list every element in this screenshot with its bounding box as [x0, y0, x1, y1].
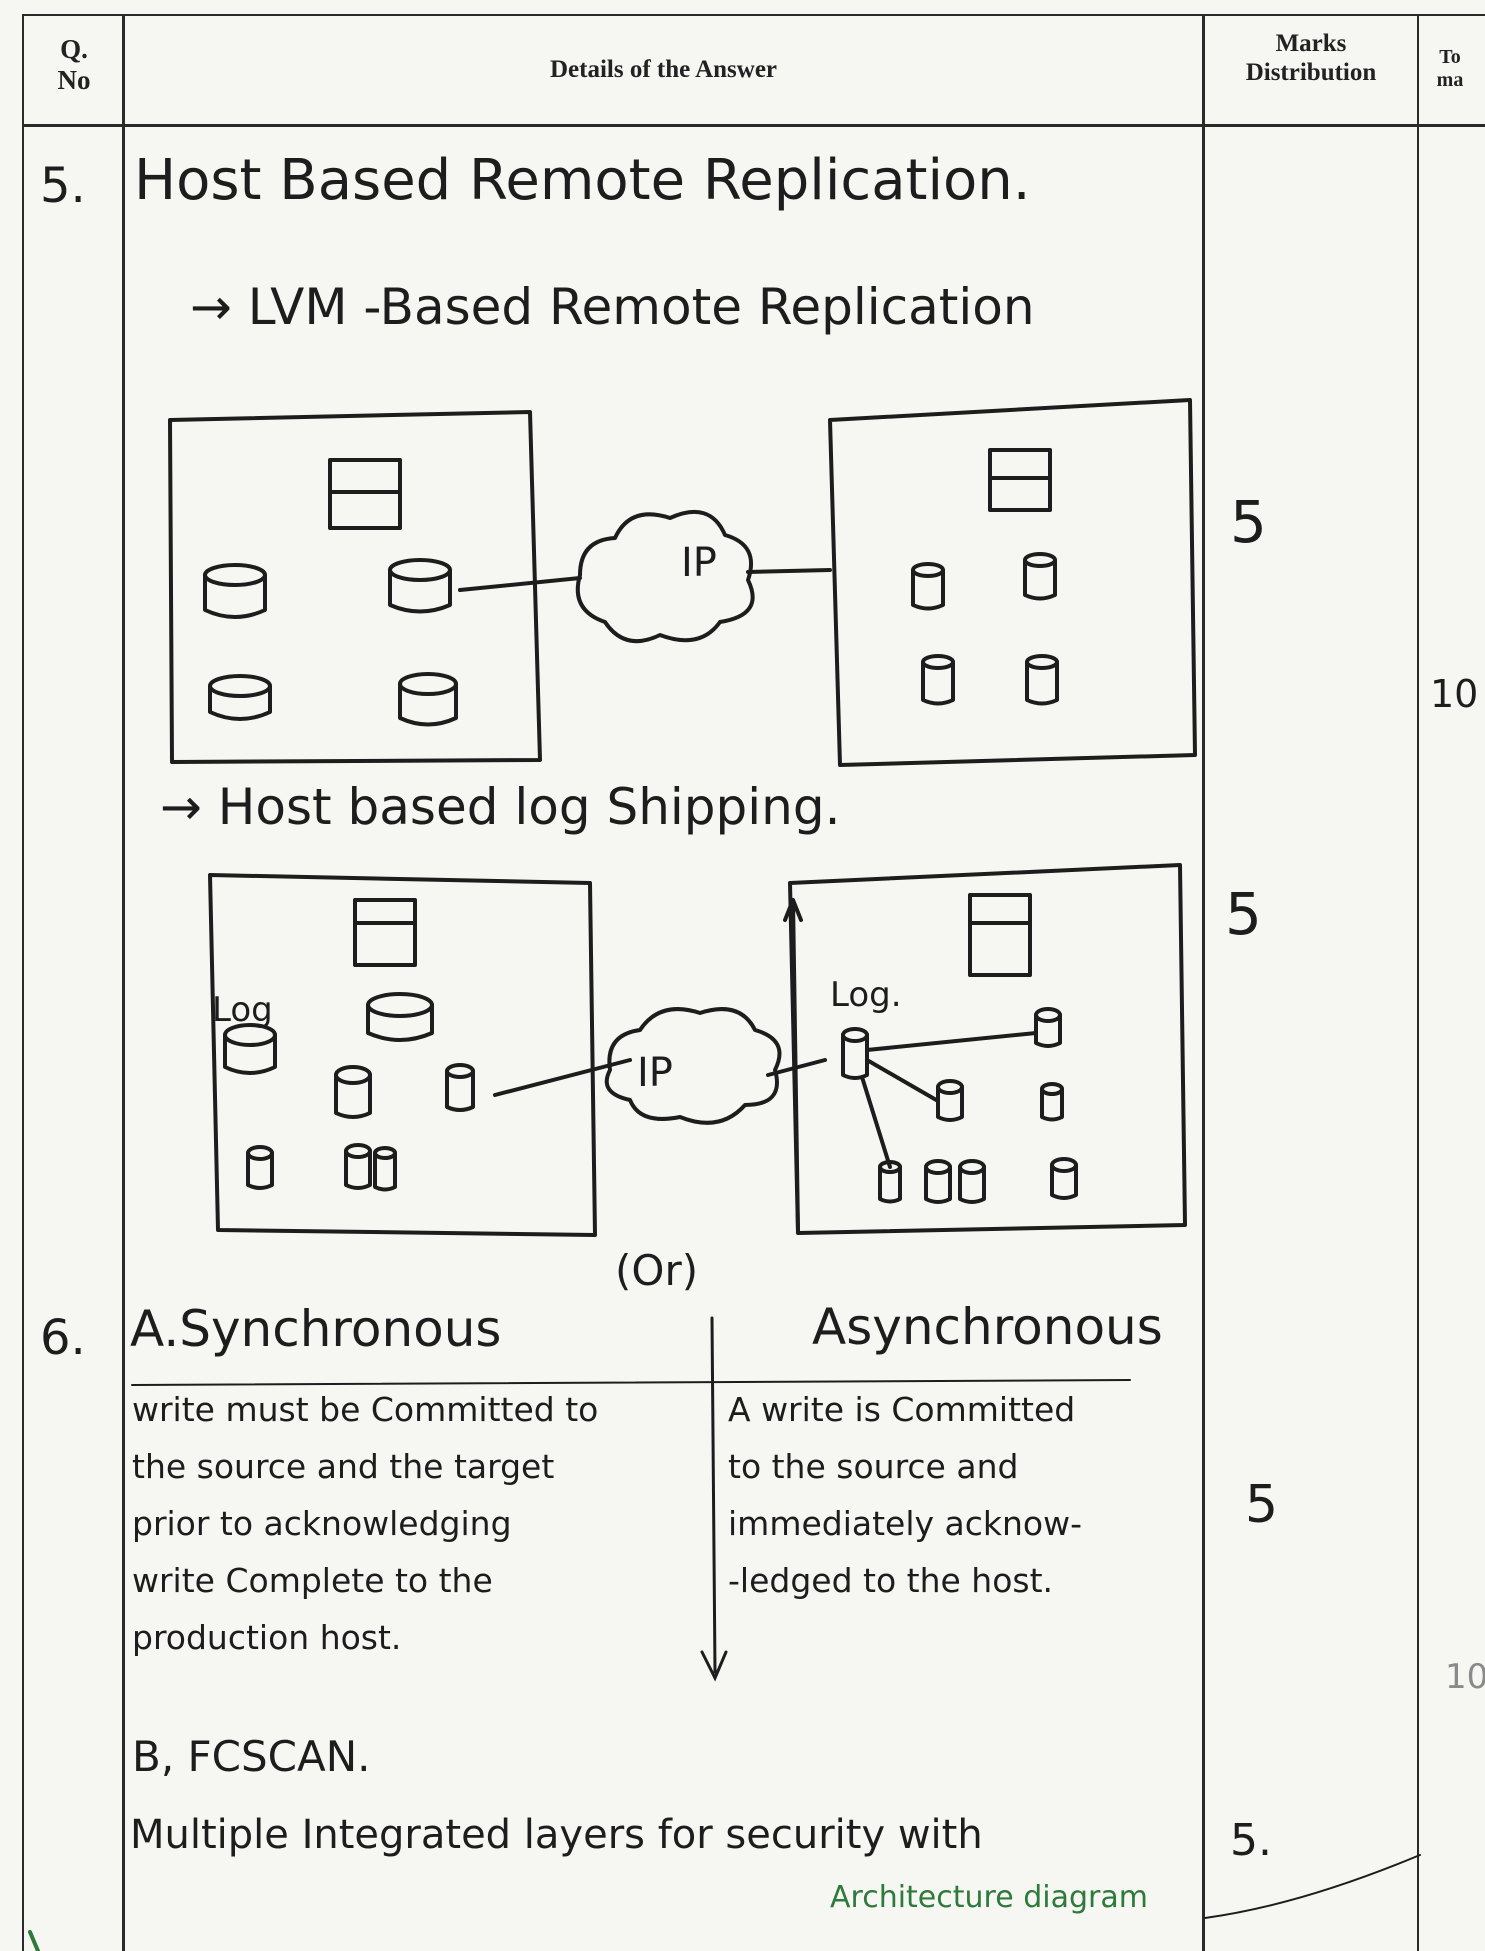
lvm-heading: → LVM -Based Remote Replication [190, 278, 1035, 336]
target-server-icon [990, 450, 1050, 510]
source-disk-icon [368, 994, 432, 1040]
table-top-border [22, 14, 1485, 16]
header-bottom-border [22, 124, 1485, 127]
asynchronous-description: A write is Committed to the source and i… [728, 1390, 1198, 1618]
log-fanout-line [862, 1077, 890, 1167]
log-shipping-marks: 5 [1225, 880, 1262, 948]
sync-line: prior to acknowledging [132, 1504, 512, 1543]
target-disk-icon [1027, 656, 1057, 704]
lvm-replication-diagram [160, 400, 1200, 780]
sync-line: the source and the target [132, 1447, 555, 1486]
ip-cloud-icon [607, 1009, 780, 1123]
fcscan-description-continued: Architecture diagram [830, 1880, 1148, 1915]
log-ip-label: IP [637, 1050, 673, 1096]
synchronous-marks: 5 [1245, 1475, 1279, 1535]
target-disk-icon [1052, 1159, 1076, 1198]
log-fanout-line [867, 1033, 1036, 1050]
target-disk-icon [913, 564, 943, 609]
source-disk-icon [447, 1065, 473, 1110]
source-disk-icon [205, 565, 265, 617]
async-line: immediately acknow- [728, 1504, 1083, 1543]
asynchronous-heading: Asynchronous [812, 1298, 1163, 1356]
target-host-box [830, 400, 1195, 765]
qno-column-divider [122, 14, 125, 1951]
source-disk-icon [346, 1145, 370, 1188]
source-server-icon [355, 900, 415, 965]
or-separator: (Or) [615, 1246, 699, 1295]
header-qno: Q. No [57, 34, 91, 96]
ip-cloud-icon [578, 512, 753, 641]
fcscan-marks: 5. [1230, 1815, 1272, 1866]
question-5-total-marks: 10 [1430, 672, 1479, 716]
source-server-icon [330, 460, 400, 528]
log-target-label: Log. [830, 975, 902, 1015]
synchronous-description: write must be Committed to the source an… [132, 1390, 712, 1675]
lvm-network-link-left [460, 578, 580, 590]
target-disk-icon [1036, 1009, 1060, 1046]
header-total-marks: To ma [1436, 46, 1464, 91]
question-5-title: Host Based Remote Replication. [134, 148, 1031, 213]
source-disk-icon [400, 674, 456, 725]
lvm-network-link-right [748, 570, 830, 572]
source-disk-icon [248, 1147, 272, 1188]
target-disk-icon [1042, 1084, 1062, 1120]
log-disk-icon [225, 1025, 275, 1073]
marks-column-divider [1417, 14, 1419, 1951]
question-6-number: 6. [40, 1310, 86, 1366]
log-fanout-line [867, 1060, 938, 1101]
details-column-divider [1202, 14, 1205, 1951]
target-disk-icon [960, 1161, 984, 1202]
synchronous-heading: A.Synchronous [130, 1300, 502, 1358]
header-marks-distribution: Marks Distribution [1245, 30, 1377, 86]
target-disk-icon [938, 1081, 962, 1120]
target-log-disk-icon [843, 1029, 867, 1078]
lvm-ip-label: IP [681, 540, 717, 586]
source-disk-icon [336, 1067, 370, 1117]
sync-line: write must be Committed to [132, 1390, 599, 1429]
source-host-box [210, 875, 595, 1235]
async-line: -ledged to the host. [728, 1561, 1054, 1600]
fcscan-description: Multiple Integrated layers for security … [130, 1812, 983, 1858]
source-disk-icon [210, 676, 270, 719]
target-server-icon [970, 895, 1030, 975]
log-shipping-heading: → Host based log Shipping. [160, 778, 841, 836]
table-left-border [22, 14, 24, 1951]
fcscan-heading: B, FCSCAN. [132, 1732, 371, 1781]
source-disk-icon [390, 560, 450, 612]
source-disk-icon [375, 1148, 395, 1190]
async-line: to the source and [728, 1447, 1019, 1486]
target-disk-icon [926, 1161, 950, 1202]
log-shipping-diagram [200, 855, 1190, 1235]
source-host-box [170, 412, 540, 762]
sync-line: write Complete to the [132, 1561, 493, 1600]
target-disk-icon [923, 656, 953, 704]
async-line: A write is Committed [728, 1390, 1076, 1429]
replication-arrow [785, 900, 801, 1230]
log-source-label: Log [212, 990, 273, 1030]
sync-line: production host. [132, 1618, 402, 1657]
question-6-total-marks: 10 [1445, 1657, 1485, 1697]
header-details: Details of the Answer [549, 56, 778, 83]
lvm-marks: 5 [1230, 488, 1267, 556]
target-disk-icon [1025, 554, 1055, 599]
question-5-number: 5. [40, 158, 86, 214]
log-network-link-left [495, 1060, 630, 1095]
